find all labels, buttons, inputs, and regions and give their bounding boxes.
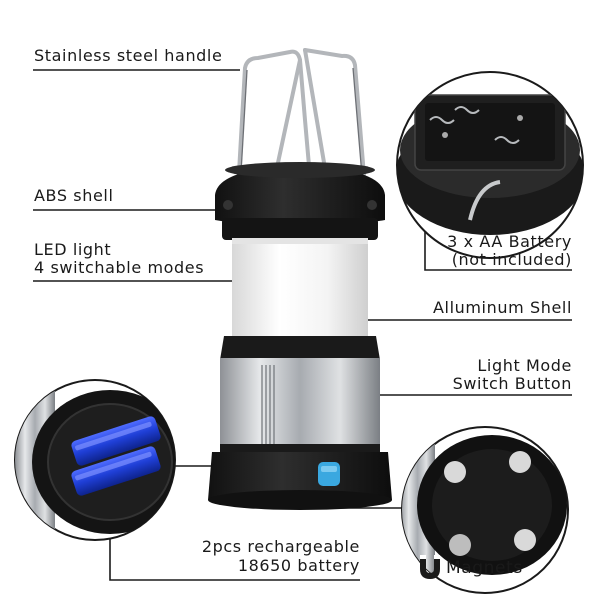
aluminum-shell [220,358,380,450]
mode-switch-button [318,462,340,486]
magnet-disc-4 [449,534,471,556]
label-abs-shell: ABS shell [34,186,114,205]
label-aa-line1: 3 x AA Battery [447,232,572,251]
magnet-disc-1 [444,461,466,483]
label-led-line1: LED light [34,240,112,259]
label-rechargeable-line1: 2pcs rechargeable [201,537,360,556]
magnet-disc-2 [509,451,531,473]
lantern [208,48,392,510]
magnet-disc-3 [514,529,536,551]
led-diffuser [232,238,368,338]
label-aa-line2: (not included) [451,250,572,269]
label-switch-line2: Switch Button [452,374,572,393]
label-handle: Stainless steel handle [34,46,223,65]
inset-18650-battery [14,379,176,541]
label-magnets: Magnets [446,558,523,578]
label-aluminum: Alluminum Shell [433,298,572,317]
inset-aa-battery [396,71,584,259]
magnet-u-icon [420,555,440,579]
inset-magnets [401,426,569,594]
label-led-line2: 4 switchable modes [34,258,205,277]
label-switch-line1: Light Mode [477,356,572,375]
label-rechargeable-line2: 18650 battery [237,556,360,575]
